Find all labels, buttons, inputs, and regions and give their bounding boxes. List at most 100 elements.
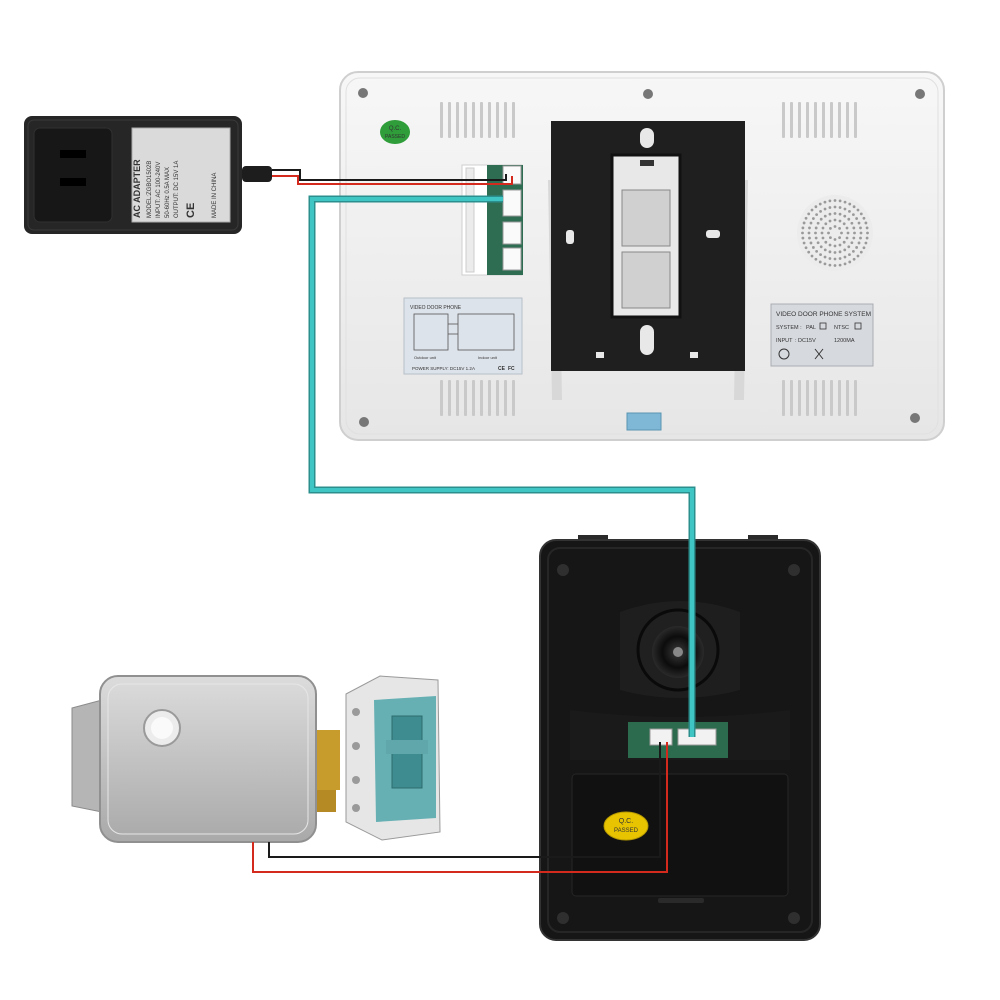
- speaker-hole: [808, 226, 811, 230]
- lock-bolt: [316, 790, 336, 812]
- svg-text:Q.C.: Q.C.: [619, 818, 633, 825]
- spec-label: VIDEO DOOR PHONE SYSTEM SYSTEM : PAL NTS…: [770, 303, 874, 367]
- speaker-hole: [847, 217, 851, 221]
- connector-port: [502, 221, 522, 245]
- svg-text:CE: CE: [498, 366, 506, 372]
- svg-text:VIDEO DOOR PHONE: VIDEO DOOR PHONE: [410, 305, 462, 311]
- svg-text:50-60Hz 0.5A MAX: 50-60Hz 0.5A MAX: [165, 167, 171, 218]
- speaker-hole: [848, 253, 851, 257]
- speaker-hole: [845, 236, 849, 240]
- speaker-hole: [833, 205, 837, 209]
- vent-slot: [798, 380, 801, 416]
- outdoor-doorbell-camera: Q.C. PASSED: [539, 535, 821, 941]
- lock-strike-plate: [345, 675, 441, 841]
- vent-slot: [464, 102, 467, 138]
- speaker-hole: [809, 241, 813, 245]
- speaker-hole: [819, 209, 822, 213]
- connector-port: [502, 247, 522, 271]
- speaker-hole: [833, 264, 837, 267]
- svg-text:Outdoor unit: Outdoor unit: [414, 355, 437, 360]
- speaker-hole: [859, 250, 863, 254]
- vent-slot: [512, 380, 515, 416]
- vent-slot: [822, 102, 825, 138]
- speaker-hole: [864, 221, 868, 225]
- speaker-hole: [848, 209, 851, 213]
- screw: [910, 413, 920, 423]
- speaker-hole: [819, 217, 823, 221]
- speaker-hole: [848, 260, 852, 264]
- vent-slot: [814, 380, 817, 416]
- speaker-hole: [818, 260, 822, 264]
- speaker-hole: [829, 236, 832, 239]
- speaker-hole: [807, 250, 811, 254]
- speaker-hole: [823, 248, 827, 252]
- speaker-hole: [843, 200, 847, 204]
- speaker-hole: [824, 240, 828, 244]
- speaker-hole: [856, 254, 860, 258]
- speaker-hole: [821, 236, 825, 240]
- bottom-right-vent: [782, 380, 857, 416]
- vent-slot: [504, 380, 507, 416]
- speaker-hole: [866, 231, 869, 235]
- speaker-hole: [843, 207, 847, 211]
- vent-slot: [854, 102, 857, 138]
- power-wire-black: [272, 169, 507, 181]
- wires: [252, 169, 696, 873]
- speaker-hole: [838, 257, 842, 260]
- vent-slot: [488, 380, 491, 416]
- speaker-hole: [828, 199, 832, 203]
- vent-slot: [456, 102, 459, 138]
- electric-door-lock: [71, 675, 340, 843]
- vent-slot: [448, 102, 451, 138]
- speaker-hole: [833, 218, 837, 222]
- speaker-hole: [851, 249, 855, 253]
- svg-text:OUTPUT: DC 15V 1A: OUTPUT: DC 15V 1A: [174, 161, 180, 218]
- svg-text:SYSTEM :: SYSTEM :: [776, 325, 802, 331]
- plug-prong: [60, 150, 86, 158]
- speaker-hole: [810, 208, 814, 212]
- speaker-hole: [807, 212, 811, 216]
- indoor-monitor: Q.C. PASSED VIDEO DOOR PHONE Outdoor uni…: [339, 71, 945, 441]
- svg-text:PASSED: PASSED: [614, 828, 639, 834]
- qc-passed-sticker: Q.C. PASSED: [603, 811, 649, 841]
- speaker-hole: [818, 202, 822, 206]
- vent-slot: [782, 380, 785, 416]
- speaker-hole: [802, 221, 806, 225]
- screw: [788, 912, 800, 924]
- speaker-hole: [823, 214, 827, 218]
- speaker-hole: [804, 246, 808, 250]
- vent-slot: [846, 380, 849, 416]
- speaker-hole: [838, 243, 842, 247]
- speaker-hole: [855, 217, 859, 220]
- speaker-hole: [823, 207, 827, 211]
- speaker-hole: [820, 231, 824, 235]
- wiring-label: VIDEO DOOR PHONE Outdoor unit Indoor uni…: [403, 297, 523, 375]
- vent-slot: [504, 102, 507, 138]
- speaker-hole: [819, 253, 822, 257]
- svg-text:INPUT: INPUT: [776, 338, 793, 344]
- vent-slot: [496, 380, 499, 416]
- speaker-hole: [838, 199, 842, 203]
- vent-slot: [838, 380, 841, 416]
- speaker-hole: [804, 216, 808, 220]
- top-left-vent: [440, 102, 515, 138]
- speaker-hole: [814, 205, 818, 209]
- svg-text:: DC15V: : DC15V: [795, 338, 816, 344]
- speaker-hole: [801, 236, 805, 240]
- speaker-hole: [862, 216, 866, 220]
- vent-slot: [854, 380, 857, 416]
- speaker-hole: [859, 236, 862, 240]
- vent-slot: [814, 102, 817, 138]
- speaker-hole: [823, 200, 827, 204]
- connector-port: [677, 728, 717, 746]
- svg-text:1200MA: 1200MA: [834, 338, 855, 344]
- speaker-hole: [833, 251, 837, 254]
- vent-slot: [798, 102, 801, 138]
- vent-slot: [806, 380, 809, 416]
- screw: [788, 564, 800, 576]
- speaker-hole: [852, 205, 856, 209]
- speaker-hole: [862, 246, 866, 250]
- vent-slot: [822, 380, 825, 416]
- svg-text:VIDEO DOOR PHONE SYSTEM: VIDEO DOOR PHONE SYSTEM: [776, 311, 871, 318]
- svg-text:MADE IN CHINA: MADE IN CHINA: [212, 173, 218, 218]
